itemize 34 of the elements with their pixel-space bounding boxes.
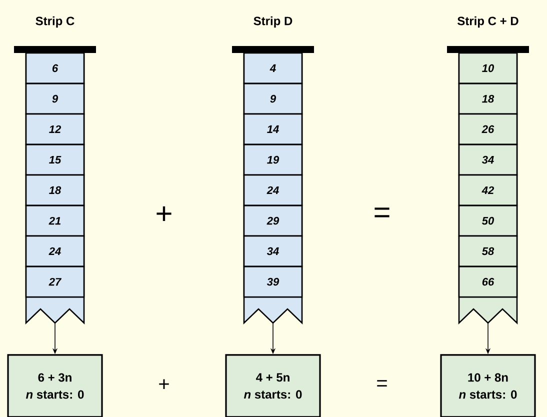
operator-sign: =	[377, 380, 387, 387]
strip-cell: 10	[458, 52, 518, 84]
strip-cell: 12	[25, 113, 85, 146]
strip-cell: 15	[25, 144, 85, 176]
strip-cell: 6	[25, 52, 85, 84]
strip-cell: 9	[25, 82, 85, 115]
operator-sign: +	[159, 379, 169, 389]
strip-cell: 27	[25, 266, 85, 298]
strip-cell: 34	[243, 235, 303, 268]
strip-heading: Strip C + D	[458, 16, 518, 28]
strip-cell: 14	[243, 113, 303, 146]
strip-cell: 39	[243, 266, 303, 298]
strip-cell: 34	[458, 144, 518, 176]
strip-cell: 18	[458, 82, 518, 115]
operator-sign: =	[374, 208, 390, 218]
strip-heading: Strip C	[36, 16, 74, 28]
strip-cell: 58	[458, 235, 518, 268]
formula-box: 6 + 3n n starts: 0	[7, 354, 103, 417]
strip-cell: 4	[243, 52, 303, 84]
strip-heading: Strip D	[254, 16, 292, 28]
strip-cell: 50	[458, 204, 518, 237]
strip-cell: 18	[25, 174, 85, 206]
strip-cell: 29	[243, 204, 303, 237]
formula-box: 10 + 8n n starts: 0	[440, 354, 536, 417]
strip-cell: 42	[458, 174, 518, 206]
strip-cell: 26	[458, 113, 518, 146]
strip-cell: 21	[25, 204, 85, 237]
strip-cell: 66	[458, 266, 518, 298]
strip-cell: 9	[243, 82, 303, 115]
strip-cell: 19	[243, 144, 303, 176]
formula-box: 4 + 5n n starts: 0	[225, 354, 321, 417]
strip-cell: 24	[243, 174, 303, 206]
strip-cell: 24	[25, 235, 85, 268]
operator-sign: +	[156, 206, 172, 221]
